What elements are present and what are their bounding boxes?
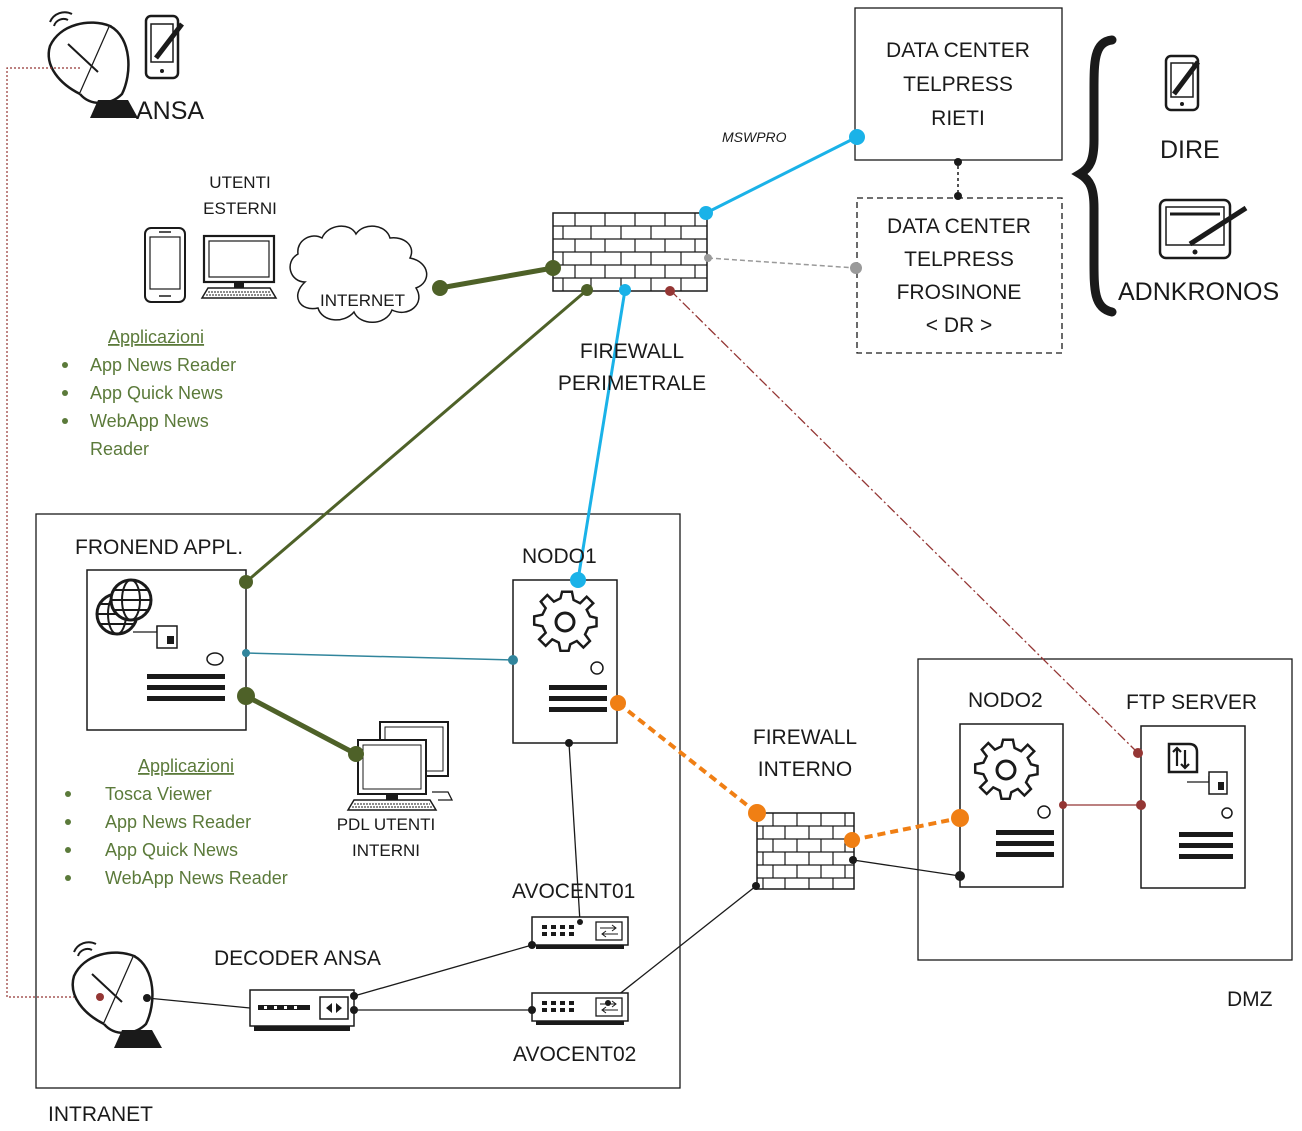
link-fwinterno-nodo2-eth: [852, 859, 961, 877]
avocent02-label: AVOCENT02: [513, 1043, 636, 1066]
server-tower-icon: [512, 579, 618, 744]
link-satellite-decoder: [146, 997, 251, 1009]
kvm-switch-icon: [531, 916, 629, 949]
tablet-pen-icon: [1158, 198, 1248, 260]
link-frontend-pdl: [244, 693, 358, 757]
dc-rieti-line1: DATA CENTER: [886, 39, 1030, 62]
gear-icon: [532, 590, 598, 653]
link-decoder-avocent01: [353, 944, 533, 997]
firewall-brick-icon: [756, 812, 855, 890]
globe-icon: [95, 578, 153, 636]
link-fwinterno-avocent02: [607, 885, 757, 1004]
decoder-label: DECODER ANSA: [214, 947, 381, 970]
apps-internal-item: WebApp News Reader: [105, 868, 288, 888]
cloud-icon: [289, 225, 428, 323]
gear-icon: [973, 738, 1039, 801]
apps-internal-item: Tosca Viewer: [105, 784, 212, 804]
satellite-dish-icon: [47, 11, 138, 118]
apps-external-item: Reader: [90, 439, 149, 459]
ansa-label: ANSA: [136, 97, 204, 125]
dc-rieti-line3: RIETI: [931, 107, 985, 130]
nodo1-label: NODO1: [522, 545, 597, 568]
dc-frosinone-line1: DATA CENTER: [887, 215, 1031, 238]
link-firewall-frontend: [245, 288, 588, 584]
dc-frosinone-line4: < DR >: [926, 314, 993, 337]
link-frontend-nodo1: [245, 652, 514, 661]
ftp-transfer-icon: [1167, 742, 1228, 795]
apps-internal-item: App Quick News: [105, 840, 238, 860]
server-tower-icon: [959, 723, 1064, 888]
apps-external-title: Applicazioni: [108, 327, 204, 347]
intranet-label: INTRANET: [48, 1103, 153, 1126]
dc-rieti-box: [854, 7, 1063, 161]
link-nodo1-fwinterno: [616, 701, 759, 815]
dmz-label: DMZ: [1227, 988, 1273, 1011]
apps-internal-title: Applicazioni: [138, 756, 234, 776]
link-firewall-nodo1: [576, 289, 627, 581]
desktop-computer-icon: [346, 721, 454, 811]
firewall-perimetrale-line2: PERIMETRALE: [558, 372, 706, 395]
link-fwinterno-nodo2: [851, 816, 961, 842]
avocent01-label: AVOCENT01: [512, 880, 635, 903]
link-firewall-frosinone: [707, 257, 857, 269]
apps-external-item: App News Reader: [90, 355, 236, 375]
smartphone-icon: [144, 227, 186, 303]
dc-frosinone-line3: FROSINONE: [897, 281, 1022, 304]
adnkronos-label: ADNKRONOS: [1118, 278, 1279, 306]
nodo2-label: NODO2: [968, 689, 1043, 712]
dire-label: DIRE: [1160, 136, 1220, 164]
firewall-perimetrale-line1: FIREWALL: [580, 340, 684, 363]
link-firewall-ftp: [669, 289, 1139, 754]
curly-brace-icon: [1071, 35, 1117, 317]
dc-frosinone-box: [856, 197, 1063, 354]
apps-external-item: WebApp News: [90, 411, 209, 431]
frontend-label: FRONEND APPL.: [75, 536, 243, 559]
satellite-dish-icon: [71, 941, 162, 1048]
server-tower-icon: [86, 569, 247, 731]
pdl-line1: PDL UTENTI: [337, 815, 436, 834]
utenti-esterni-line1: UTENTI: [209, 173, 270, 192]
link-ansa-satellite: [6, 67, 100, 998]
mswpro-label: MSWPRO: [722, 129, 787, 145]
dmz-zone-box: [917, 658, 1293, 961]
pdl-line2: INTERNI: [352, 841, 420, 860]
firewall-brick-icon: [552, 212, 708, 292]
apps-external-item: App Quick News: [90, 383, 223, 403]
ftp-label: FTP SERVER: [1126, 691, 1257, 714]
link-internet-firewall: [439, 265, 554, 291]
server-tower-icon: [1140, 725, 1246, 889]
tablet-pen-icon: [144, 14, 184, 80]
link-nodo1-avocent01: [568, 742, 581, 923]
desktop-computer-icon: [200, 234, 278, 299]
firewall-interno-line1: FIREWALL: [753, 726, 857, 749]
link-firewall-rieti: [705, 135, 858, 215]
intranet-zone-box: [35, 513, 681, 1089]
decoder-icon: [249, 989, 355, 1031]
firewall-interno-line2: INTERNO: [758, 758, 853, 781]
apps-internal-item: App News Reader: [105, 812, 251, 832]
internet-label: INTERNET: [320, 291, 405, 310]
dc-rieti-line2: TELPRESS: [903, 73, 1013, 96]
tablet-pen-icon: [1164, 54, 1200, 112]
dc-frosinone-line2: TELPRESS: [904, 248, 1014, 271]
kvm-switch-icon: [531, 992, 629, 1025]
utenti-esterni-line2: ESTERNI: [203, 199, 277, 218]
